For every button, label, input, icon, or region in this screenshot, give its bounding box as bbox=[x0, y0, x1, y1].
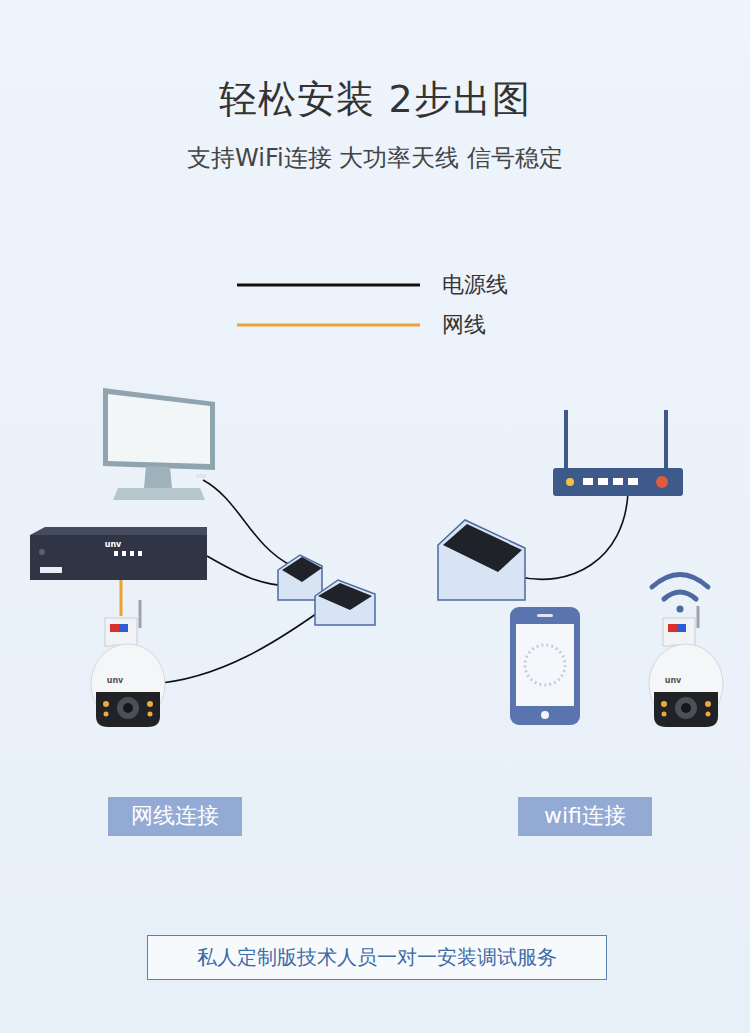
ptz-camera-part bbox=[117, 697, 139, 719]
wifi-router-part bbox=[583, 478, 593, 485]
monitor-icon bbox=[103, 388, 215, 500]
monitor-icon-part bbox=[113, 488, 205, 500]
power-wires-part bbox=[516, 492, 628, 579]
legend-text: 电源线 bbox=[442, 270, 508, 300]
power-adapter-part bbox=[282, 557, 322, 582]
smartphone-part bbox=[537, 614, 553, 617]
nvr-recorder-part bbox=[39, 549, 45, 555]
service-box: 私人定制版技术人员一对一安装调试服务 bbox=[147, 935, 607, 980]
wifi-camera-part bbox=[681, 703, 691, 713]
wifi-camera bbox=[649, 575, 723, 728]
legend-text: 网线 bbox=[442, 310, 486, 340]
ptz-camera-part bbox=[105, 618, 137, 646]
wifi-camera-part bbox=[661, 701, 667, 707]
power-adapter bbox=[278, 555, 322, 600]
box-text: wifi连接 bbox=[544, 801, 626, 831]
power-adapter-part bbox=[278, 555, 322, 600]
monitor-icon-part bbox=[108, 394, 210, 464]
logo-text: unv bbox=[105, 540, 122, 549]
nvr-recorder-part bbox=[122, 551, 126, 556]
wifi-camera-part bbox=[706, 712, 711, 717]
legend-line bbox=[237, 324, 420, 327]
power-adapter bbox=[315, 580, 375, 625]
page-title: 轻松安装 2步出图 bbox=[0, 74, 750, 125]
wifi-router-part bbox=[564, 410, 568, 470]
caption-box: 网线连接 bbox=[108, 797, 242, 836]
smartphone-part bbox=[541, 711, 549, 719]
wifi-camera-part bbox=[663, 618, 695, 646]
nvr-recorder-part bbox=[138, 551, 142, 556]
nvr-recorder-part bbox=[30, 527, 207, 535]
ptz-camera-part bbox=[104, 712, 109, 717]
legend-line-sample bbox=[237, 309, 442, 341]
ptz-camera-part bbox=[103, 701, 109, 707]
ptz-camera-part bbox=[119, 624, 128, 632]
smartphone-part bbox=[516, 624, 574, 706]
network-wire-part bbox=[120, 580, 123, 616]
wifi-router-part bbox=[628, 478, 638, 485]
wifi-router-part bbox=[566, 478, 574, 486]
nvr-recorder-part bbox=[130, 551, 134, 556]
power-adapter-part bbox=[318, 583, 372, 610]
wifi-camera-part bbox=[654, 692, 718, 727]
box-text: 网线连接 bbox=[131, 801, 219, 831]
monitor-icon-part bbox=[103, 388, 215, 470]
power-adapter-part bbox=[315, 580, 375, 625]
network-wire bbox=[121, 580, 122, 616]
wifi-router-part bbox=[553, 468, 683, 496]
nvr-recorder-part bbox=[30, 535, 207, 580]
power-wires-part bbox=[203, 480, 292, 566]
ptz-camera-part bbox=[123, 703, 133, 713]
wifi-camera-part bbox=[677, 624, 686, 632]
ptz-camera-part bbox=[110, 624, 119, 632]
smartphone bbox=[510, 607, 580, 725]
wifi-camera-part bbox=[697, 606, 700, 628]
smartphone-part bbox=[525, 645, 565, 685]
legend-row: 电源线 bbox=[237, 269, 508, 301]
power-adapter-part bbox=[438, 520, 525, 600]
nvr-recorder bbox=[30, 527, 207, 580]
power-wires-part bbox=[150, 604, 330, 684]
wifi-router bbox=[553, 410, 683, 496]
wifi-camera-part bbox=[664, 592, 696, 599]
ptz-camera bbox=[91, 600, 165, 727]
smartphone-part bbox=[510, 607, 580, 725]
wifi-camera-part bbox=[677, 606, 684, 613]
subtitle: 支持WiFi连接 大功率天线 信号稳定 bbox=[187, 142, 563, 174]
nvr-recorder-part bbox=[40, 567, 62, 573]
wifi-camera-part bbox=[668, 624, 677, 632]
caption-box: wifi连接 bbox=[518, 797, 652, 836]
legend-row: 网线 bbox=[237, 309, 486, 341]
nvr-recorder-part bbox=[114, 551, 118, 556]
logo-text: unv bbox=[665, 676, 682, 685]
legend-line bbox=[237, 284, 420, 287]
power-adapter-part bbox=[443, 524, 522, 572]
wifi-camera-part bbox=[652, 575, 708, 588]
ptz-camera-part bbox=[148, 712, 153, 717]
wifi-router-part bbox=[613, 478, 623, 485]
legend-line-sample bbox=[237, 269, 442, 301]
wifi-camera-part bbox=[705, 701, 711, 707]
logo-text: unv bbox=[107, 676, 124, 685]
wifi-router-part bbox=[664, 410, 668, 470]
wifi-router-part bbox=[598, 478, 608, 485]
monitor-icon-part bbox=[196, 474, 206, 478]
box-text: 私人定制版技术人员一对一安装调试服务 bbox=[197, 944, 557, 971]
monitor-icon-part bbox=[144, 466, 172, 488]
wifi-camera-part bbox=[675, 697, 697, 719]
power-adapter bbox=[438, 520, 525, 600]
wifi-router-part bbox=[656, 476, 668, 488]
ptz-camera-part bbox=[147, 701, 153, 707]
ptz-camera-part bbox=[96, 692, 160, 727]
wifi-camera-part bbox=[662, 712, 667, 717]
ptz-camera-part bbox=[139, 600, 142, 628]
